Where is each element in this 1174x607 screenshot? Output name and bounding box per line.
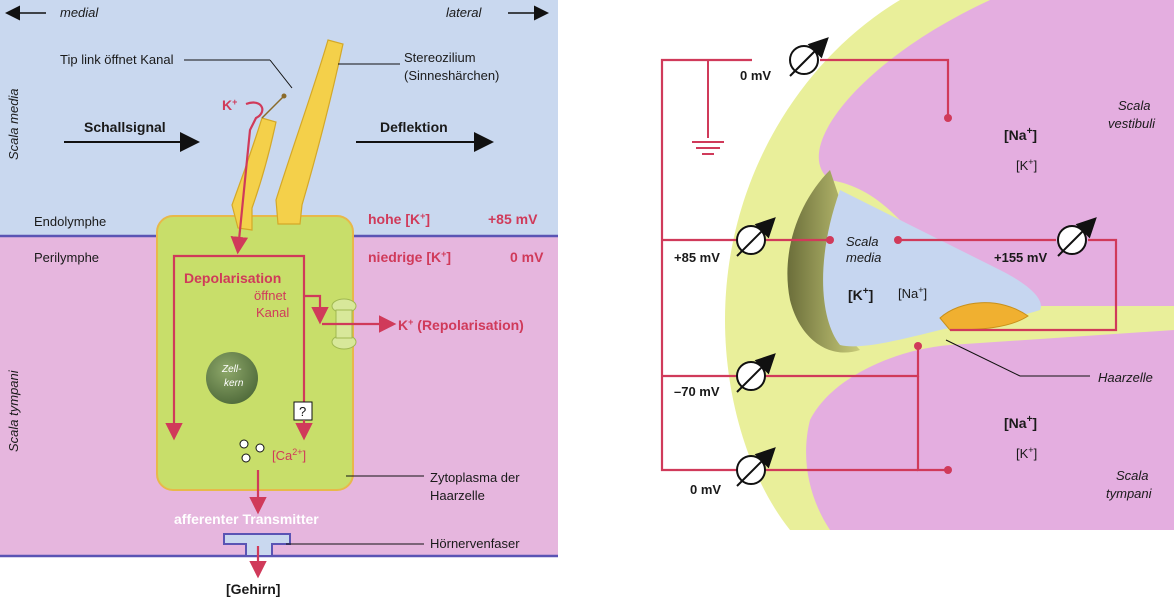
k-ion-label: K+ (222, 97, 237, 113)
hohe-k-label: hohe [K+] (368, 211, 430, 227)
na-media-label: [Na+] (898, 285, 927, 301)
stereocilium-label-2: (Sinneshärchen) (404, 68, 499, 83)
voltage-bottom-label: 0 mV (690, 482, 721, 497)
k-repolarisation-label: K+ (Repolarisation) (398, 317, 524, 333)
depolarisation-label: Depolarisation (184, 270, 281, 286)
endolymphe-label: Endolymphe (34, 214, 106, 229)
left-panel: medial lateral Scala media Scala tympani… (0, 0, 558, 597)
zytoplasma-label: Zytoplasma der (430, 470, 520, 485)
plus-85-label: +85 mV (488, 211, 538, 227)
nerve-fiber-icon (223, 533, 291, 557)
channel-open-arrow (304, 294, 329, 325)
scala-media-label-2: media (846, 250, 881, 265)
medial-label: medial (60, 5, 99, 20)
haarzelle-label: Haarzelle (1098, 370, 1153, 385)
scala-media-label: Scala (846, 234, 879, 249)
niedrige-k-label: niedrige [K+] (368, 249, 451, 265)
tip-link-label: Tip link öffnet Kanal (60, 52, 174, 67)
voltmeter-85-icon (736, 217, 776, 257)
k-tympani-label: [K+] (1016, 445, 1037, 461)
afferent-transmitter-label: afferenter Transmitter (174, 511, 319, 527)
zellkern-label: Zell- (221, 364, 242, 375)
scala-tympani-side-label: Scala tympani (6, 369, 21, 452)
nucleus (206, 352, 258, 404)
right-panel: 0 mV +85 mV +155 mV –70 mV 0 mV Scala ve… (660, 0, 1174, 530)
scala-tympani-label-2: tympani (1106, 486, 1153, 501)
ground-icon (692, 60, 724, 155)
deflektion-label: Deflektion (380, 119, 448, 135)
voltmeter-minus70-icon (736, 353, 776, 393)
depol-right-arrow (238, 254, 313, 423)
voltage-top-label: 0 mV (740, 68, 771, 83)
scala-tympani-label: Scala (1116, 468, 1149, 483)
perilymphe-label: Perilymphe (34, 250, 99, 265)
na-tympani-label: [Na+] (1004, 414, 1037, 431)
voltage-minus70-label: –70 mV (674, 384, 720, 399)
voltage-plus155-label: +155 mV (994, 250, 1047, 265)
zellkern-label-2: kern (224, 378, 244, 389)
depol-left-arrow (165, 254, 238, 441)
schallsignal-label: Schallsignal (84, 119, 166, 135)
scala-vestibuli-label: Scala (1118, 98, 1151, 113)
scala-media-side-label: Scala media (6, 88, 21, 160)
lateral-label: lateral (446, 5, 483, 20)
vesicles-icon (239, 439, 265, 463)
k-vestibuli-label: [K+] (1016, 157, 1037, 173)
zero-mv-label: 0 mV (510, 249, 544, 265)
kanal-label: Kanal (256, 305, 289, 320)
zytoplasma-label-2: Haarzelle (430, 488, 485, 503)
k-media-label: [K+] (848, 286, 873, 303)
oeffnet-label: öffnet (254, 288, 287, 303)
voltage-plus85-label: +85 mV (674, 250, 720, 265)
k-influx-arrow (230, 101, 264, 255)
na-vestibuli-label: [Na+] (1004, 126, 1037, 143)
question-mark: ? (299, 404, 306, 419)
tip-link (261, 95, 285, 119)
ca-label: [Ca2+] (272, 447, 306, 463)
tall-stereocilium (275, 39, 344, 225)
stereocilium-label: Stereozilium (404, 50, 476, 65)
stria-vascularis (787, 170, 860, 353)
voltmeter-155-icon (1057, 217, 1097, 257)
gehirn-label: [Gehirn] (226, 581, 280, 597)
scala-tympani (806, 330, 1174, 530)
scala-vestibuli-label-2: vestibuli (1108, 116, 1156, 131)
voltmeter-top-icon (789, 37, 829, 77)
voltmeter-bottom-icon (736, 447, 776, 487)
hoernervenfaser-label: Hörnervenfaser (430, 536, 520, 551)
